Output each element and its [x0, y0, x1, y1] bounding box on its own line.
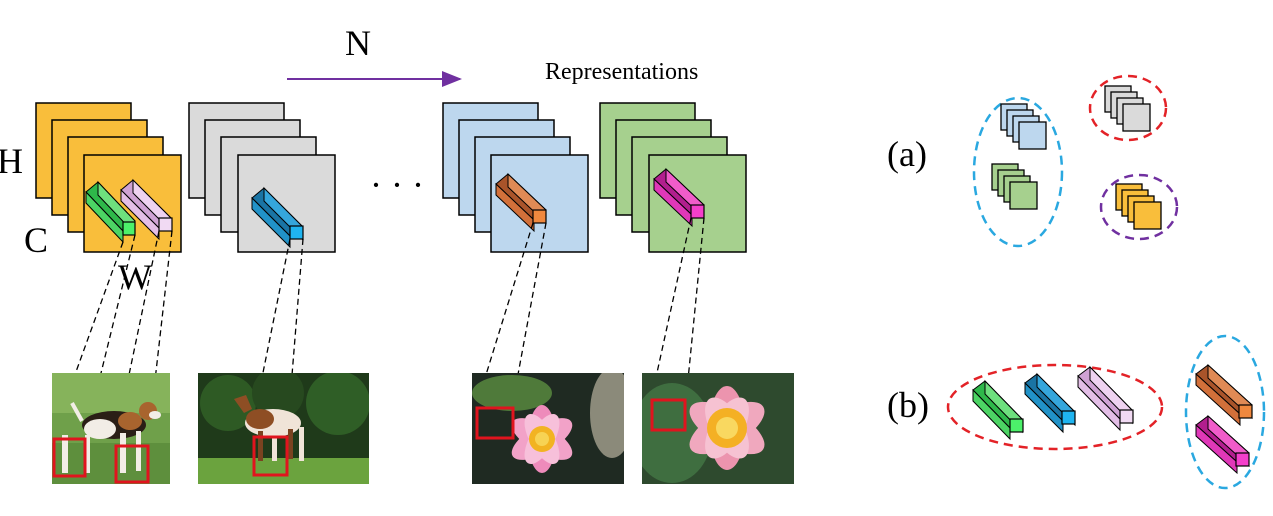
vector-green: [85, 180, 136, 244]
feature-stack-gray: [188, 102, 336, 253]
cluster-ellipse-blue-vectors: [1184, 334, 1266, 490]
cluster-ellipse-red: [1088, 74, 1168, 142]
mini-stack-blue: [1000, 103, 1047, 150]
b-vector-lilac: [1077, 365, 1134, 432]
cluster-ellipse-blue: [972, 96, 1064, 248]
b-vector-green: [972, 379, 1024, 441]
label-ellipsis: · · ·: [370, 165, 424, 205]
label-panel-a: (a): [887, 134, 927, 174]
vector-magenta: [653, 167, 705, 228]
photo-water-lily-close: [642, 373, 794, 484]
label-c: C: [24, 220, 49, 260]
b-vector-copper: [1195, 363, 1253, 427]
label-panel-b: (b): [887, 385, 929, 425]
vector-copper: [495, 172, 547, 233]
photo-dog: [52, 373, 170, 484]
panel-b: [946, 334, 1266, 490]
mini-stack-green: [991, 163, 1038, 210]
mini-stack-gray: [1104, 85, 1151, 132]
cluster-ellipse-purple: [1099, 173, 1179, 241]
b-vector-teal: [1024, 372, 1076, 434]
label-w: W: [118, 257, 152, 297]
vector-lilac: [120, 178, 173, 241]
photo-water-lily: [472, 373, 624, 484]
vector-teal: [251, 186, 304, 249]
photo-horse: [198, 373, 369, 484]
panel-a: [972, 74, 1179, 248]
label-n: N: [345, 23, 371, 63]
label-h: H: [0, 141, 23, 181]
cluster-ellipse-red-vectors: [946, 363, 1164, 451]
label-representations: Representations: [545, 59, 699, 85]
mini-stack-orange: [1115, 183, 1162, 230]
feature-stack-blue: [442, 102, 589, 253]
b-vector-magenta: [1195, 414, 1250, 475]
